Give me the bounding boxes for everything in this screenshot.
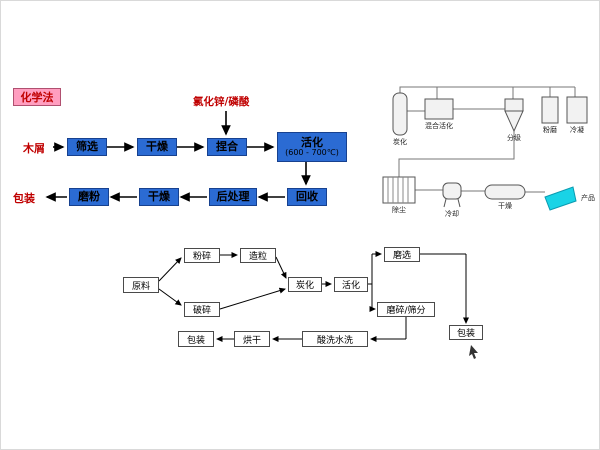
carbonization-column: [392, 92, 408, 136]
chem-input-label: 木屑: [23, 142, 45, 155]
equip-label-product: 产品: [581, 194, 595, 202]
activation-title: 活化: [301, 136, 323, 150]
equip-label-cooling: 冷却: [445, 210, 459, 218]
flow-crush-bottom: 破碎: [184, 302, 220, 317]
equip-label-drying: 干燥: [498, 202, 512, 210]
flow-grind-select: 磨选: [384, 247, 420, 262]
dust-collector-unit: [382, 176, 416, 204]
flow-dry: 烘干: [234, 331, 270, 347]
chem-step-activation: 活化 (600 - 700℃): [277, 132, 347, 162]
equip-label-mix-activation: 混合活化: [425, 122, 453, 130]
flow-granulate: 造粒: [240, 248, 276, 263]
method-tag-label: 化学法: [20, 91, 54, 104]
product-flag: [544, 186, 577, 211]
flow-acid-wash: 酸洗水洗: [302, 331, 368, 347]
chem-output-label: 包装: [13, 192, 35, 205]
cooling-vessel: [442, 182, 462, 208]
flow-pack-right: 包装: [449, 325, 483, 340]
reagent-label: 氯化锌/磷酸: [193, 96, 250, 108]
flow-activate: 活化: [334, 277, 368, 292]
chem-step-milling: 磨粉: [69, 188, 109, 206]
equip-label-carbonization: 炭化: [393, 138, 407, 146]
equip-label-dust-removal: 除尘: [392, 206, 406, 214]
flow-raw-material: 原料: [123, 277, 159, 293]
mill-unit: [541, 96, 559, 124]
chem-step-recovery: 回收: [287, 188, 327, 206]
flow-pack-left: 包装: [178, 331, 214, 347]
equip-label-classifier: 分级: [507, 134, 521, 142]
condenser-unit: [566, 96, 588, 124]
activation-temperature: (600 - 700℃): [285, 147, 339, 157]
equipment-pipe-lines: [398, 86, 576, 193]
mixing-activation-unit: [424, 98, 454, 120]
method-tag: 化学法: [13, 88, 61, 106]
classifier-cyclone: [504, 98, 524, 133]
chem-step-drying-1: 干燥: [137, 138, 177, 156]
drying-drum: [484, 184, 526, 200]
chem-step-screening: 筛选: [67, 138, 107, 156]
flow-carbonize: 炭化: [288, 277, 322, 292]
equip-label-condenser: 冷凝: [570, 126, 584, 134]
cursor-artifact: [469, 345, 478, 359]
chem-step-kneading: 捏合: [207, 138, 247, 156]
chem-step-post-treatment: 后处理: [209, 188, 257, 206]
chem-step-drying-2: 干燥: [139, 188, 179, 206]
flow-grind-sieve: 磨碎/筛分: [377, 302, 435, 317]
flow-crush-top: 粉碎: [184, 248, 220, 263]
equip-label-mill: 粉磨: [543, 126, 557, 134]
bottom-flow-arrows: [158, 251, 469, 342]
equipment-units: [382, 92, 588, 211]
